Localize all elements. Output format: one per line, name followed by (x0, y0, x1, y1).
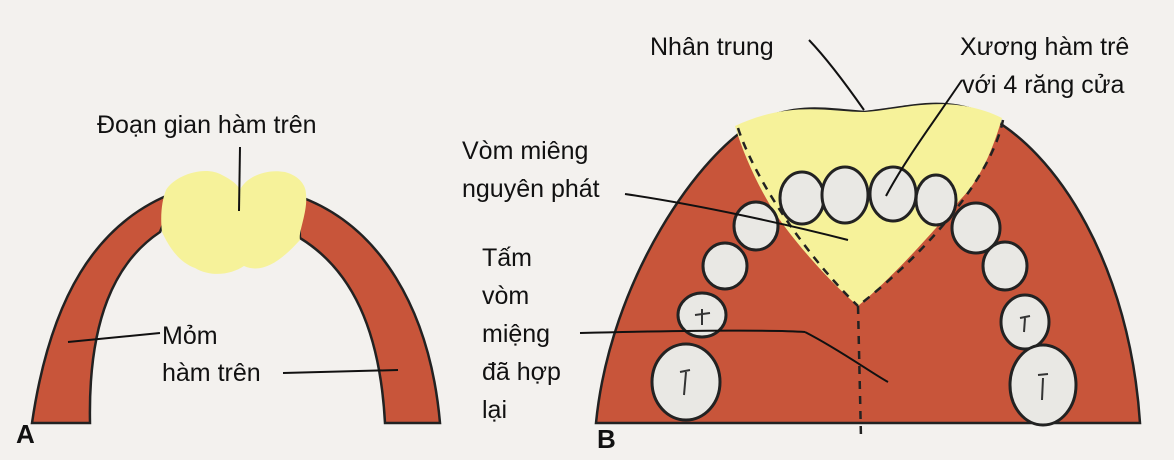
intermaxillary-segment-label: Đoạn gian hàm trên (97, 111, 317, 139)
philtrum-leader (808, 39, 865, 111)
maxillary-process-arch-right (296, 194, 442, 425)
palatal-shelves-label-line3: miệng (482, 320, 550, 348)
teeth (650, 165, 1078, 427)
palatal-shelves-label-line1: Tấm (482, 244, 532, 272)
maxillary-process-label-line1: Mỏm (162, 322, 218, 350)
palatal-shelves-leader (579, 329, 806, 334)
panel-a: Đoạn gian hàm trên Mỏm hàm trên A (16, 111, 442, 449)
panel-b: Nhân trung Xương hàm trê với 4 răng cửa … (462, 33, 1142, 454)
canine-tooth (732, 200, 780, 252)
maxillary-process-label-line2: hàm trên (162, 359, 261, 387)
palatal-shelves-label-line4: đã hợp (482, 358, 561, 386)
primary-palate-leader (624, 193, 849, 241)
intermaxillary-leader (238, 146, 241, 212)
maxillary-process-arch (30, 189, 179, 425)
tooth-groove-mark (1037, 373, 1049, 401)
maxillary-process-leader-right (282, 369, 399, 374)
philtrum-label: Nhân trung (650, 33, 774, 61)
maxilla-label-line1: Xương hàm trê (960, 33, 1129, 61)
incisor-tooth (820, 165, 870, 225)
palatal-shelves-label-line5: lại (482, 396, 507, 424)
maxilla-label-line2: với 4 răng cửa (962, 71, 1124, 99)
palatal-shelves-leader-2 (804, 331, 889, 383)
primary-palate-label-line2: nguyên phát (462, 175, 600, 203)
intermaxillary-segment (161, 170, 307, 274)
canine-tooth (950, 201, 1002, 255)
tooth-groove-mark (679, 369, 691, 396)
premolar-tooth (701, 241, 749, 291)
primary-palate-label-line1: Vòm miêng (462, 137, 588, 165)
suture-midline (856, 305, 863, 439)
incisor-tooth (868, 165, 918, 223)
maxillary-process-leader-left (67, 332, 161, 343)
primary-palate (735, 104, 1002, 306)
maxilla-leader (885, 79, 963, 197)
palatal-shelves-label-line2: vòm (482, 282, 529, 310)
tooth-groove-mark (694, 309, 711, 325)
incisor-tooth (914, 173, 958, 227)
tooth-groove-mark (1019, 315, 1031, 333)
incisor-tooth (778, 170, 826, 226)
premolar-tooth (981, 240, 1029, 292)
suture-left (736, 127, 859, 307)
panel-a-letter: A (16, 419, 35, 449)
panel-b-letter: B (597, 424, 616, 454)
